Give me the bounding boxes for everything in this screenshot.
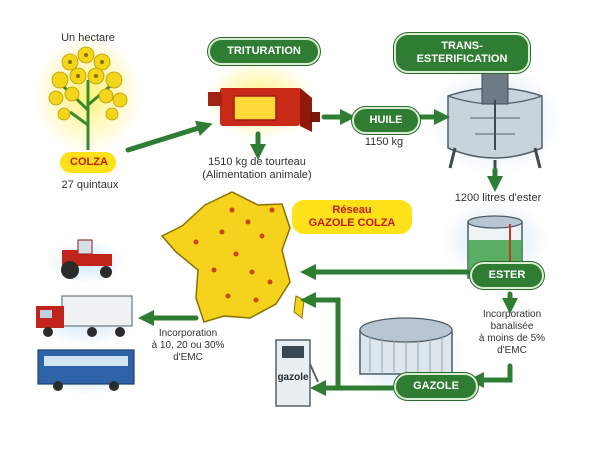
ester-litres-label: 1200 litres d'ester [454, 192, 542, 204]
tractor-icon [46, 239, 126, 284]
tourteau-label: 1510 kg de tourteau (Alimentation animal… [190, 156, 324, 182]
reseau-line-2: GAZOLE COLZA [308, 217, 396, 229]
gazole-label: GAZOLE [394, 373, 478, 400]
banalisee-label: Incorporation banalisée à moins de 5% d'… [464, 309, 560, 357]
fuel-pump-label: gazole [277, 372, 309, 383]
hectare-label: Un hectare [61, 32, 115, 44]
colza-flower-illustration [33, 35, 143, 155]
banal-line-2: banalisée [490, 321, 534, 332]
flow-arrows [125, 108, 519, 397]
fuel-pump: gazole [275, 339, 319, 407]
transesterification-label: TRANS- ESTERIFICATION [394, 33, 530, 73]
bus-icon [36, 348, 140, 396]
incorp-line-3: d'EMC [173, 352, 203, 363]
incorporation-emc-label: Incorporation à 10, 20 ou 30% d'EMC [140, 328, 236, 364]
transesterification-reactor [427, 63, 563, 175]
trituration-machine [205, 60, 320, 140]
arrow-banalisee-to-gazole [467, 363, 513, 389]
banal-line-3: à moins de 5% [478, 333, 546, 344]
trans-line-2: ESTERIFICATION [416, 53, 508, 65]
huile-kg-label: 1150 kg [364, 136, 404, 148]
tourteau-line-1: 1510 kg de tourteau [208, 156, 306, 168]
huile-label: HUILE [352, 107, 420, 134]
quintaux-label: 27 quintaux [61, 179, 119, 191]
colza-label: COLZA [60, 152, 116, 173]
arrow-colza-to-trituration [125, 120, 213, 153]
trans-line-1: TRANS- [441, 40, 483, 52]
banal-line-4: d'EMC [497, 345, 527, 356]
reseau-gazole-colza-label: Réseau GAZOLE COLZA [292, 200, 412, 234]
banal-line-1: Incorporation [482, 309, 542, 320]
truck-icon [34, 294, 138, 346]
reseau-line-1: Réseau [332, 204, 372, 216]
tourteau-line-2: (Alimentation animale) [202, 169, 312, 181]
ester-label: ESTER [470, 262, 544, 289]
trituration-label: TRITURATION [208, 38, 320, 65]
incorp-line-1: Incorporation [158, 328, 218, 339]
incorp-line-2: à 10, 20 ou 30% [151, 340, 225, 351]
france-map [160, 191, 305, 323]
